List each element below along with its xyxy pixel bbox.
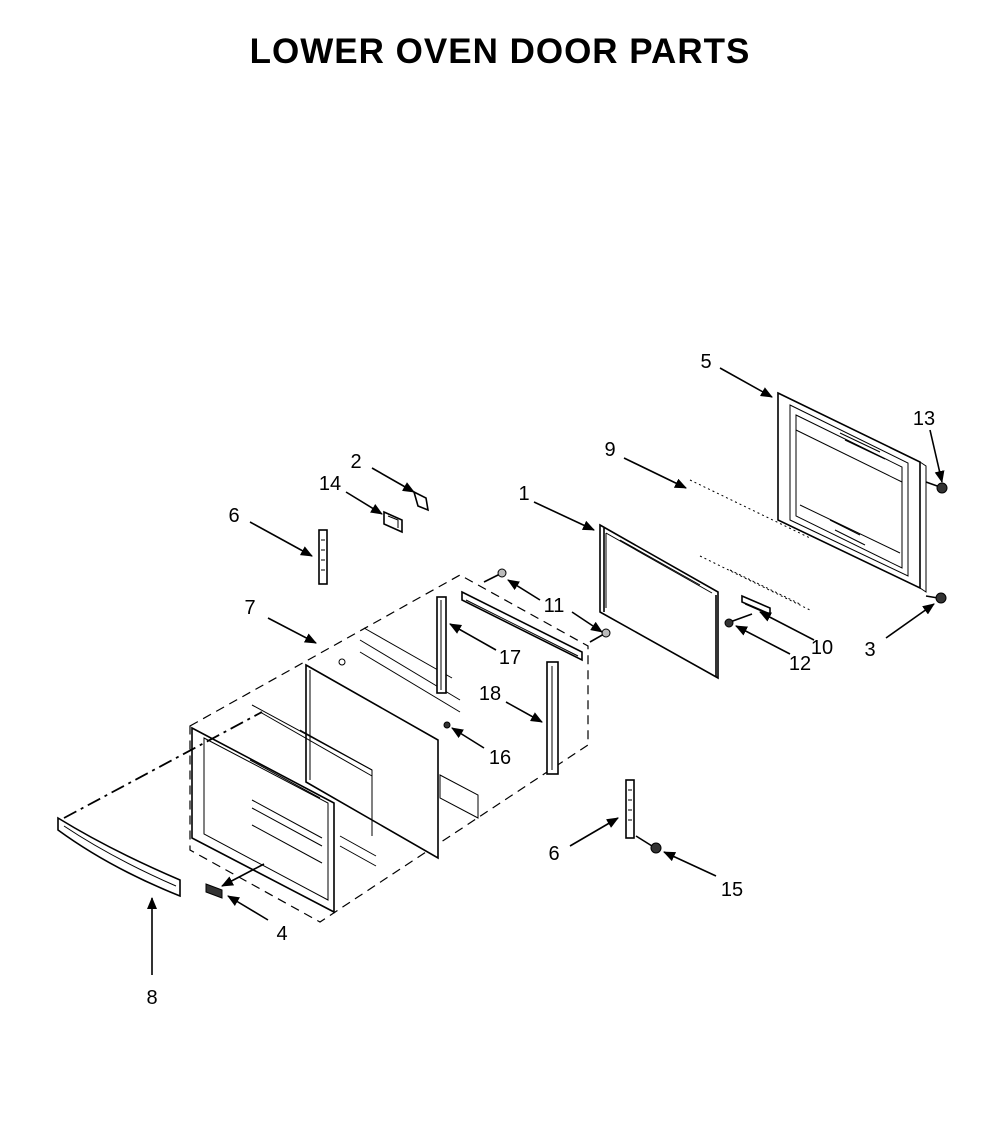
part-14-bracket	[383, 510, 403, 534]
callout-11: 11	[544, 595, 565, 617]
callout-5: 5	[700, 351, 711, 373]
callout-6-upper: 6	[228, 505, 239, 527]
callout-10: 10	[811, 637, 833, 659]
part-16-plug	[443, 721, 451, 729]
callout-14: 14	[319, 473, 341, 495]
callout-18: 18	[479, 683, 501, 705]
part-6-hinge-upper	[318, 529, 328, 585]
callout-8: 8	[146, 987, 157, 1009]
part-3-screw	[925, 592, 947, 604]
callout-1: 1	[518, 483, 529, 505]
callout-17: 17	[499, 647, 521, 669]
top-rail	[461, 590, 583, 662]
callout-4: 4	[276, 923, 287, 945]
diagram-title: LOWER OVEN DOOR PARTS	[249, 32, 751, 71]
handle-alignment-line	[63, 711, 263, 819]
part-1-inner-glass-panel	[599, 523, 719, 680]
part-17-side-channel	[436, 596, 447, 694]
part-2-clip	[412, 490, 430, 512]
callout-9: 9	[604, 439, 615, 461]
callout-16: 16	[489, 747, 511, 769]
callout-12: 12	[789, 653, 811, 675]
part-8-handle	[57, 816, 181, 898]
outer-door-front	[191, 726, 335, 914]
part-11-screw-a	[483, 568, 507, 583]
part-9-glass	[689, 479, 811, 611]
part-10-bracket	[741, 594, 771, 616]
leader-lines	[147, 367, 945, 975]
part-18-side-channel	[546, 661, 559, 775]
callout-2: 2	[350, 451, 361, 473]
callout-7: 7	[244, 597, 255, 619]
part-5-door-back-frame	[777, 391, 927, 593]
part-4-handle-mount	[205, 883, 223, 899]
callout-13: 13	[913, 408, 935, 430]
part-6-hinge-lower	[625, 779, 635, 839]
part-15-screw	[635, 835, 662, 854]
part-13-screw	[925, 481, 948, 494]
callout-labels: 1 2 3 4 5 6 6 7 8 9 10 11 12 13 14 15 16…	[146, 351, 935, 1009]
part-11-screw-b	[589, 628, 611, 643]
callout-15: 15	[721, 879, 743, 901]
callout-6-lower: 6	[548, 843, 559, 865]
part-7-door-assembly-outline	[189, 574, 589, 923]
inner-panel	[251, 627, 479, 867]
part-12-screw	[724, 613, 753, 628]
callout-3: 3	[864, 639, 875, 661]
